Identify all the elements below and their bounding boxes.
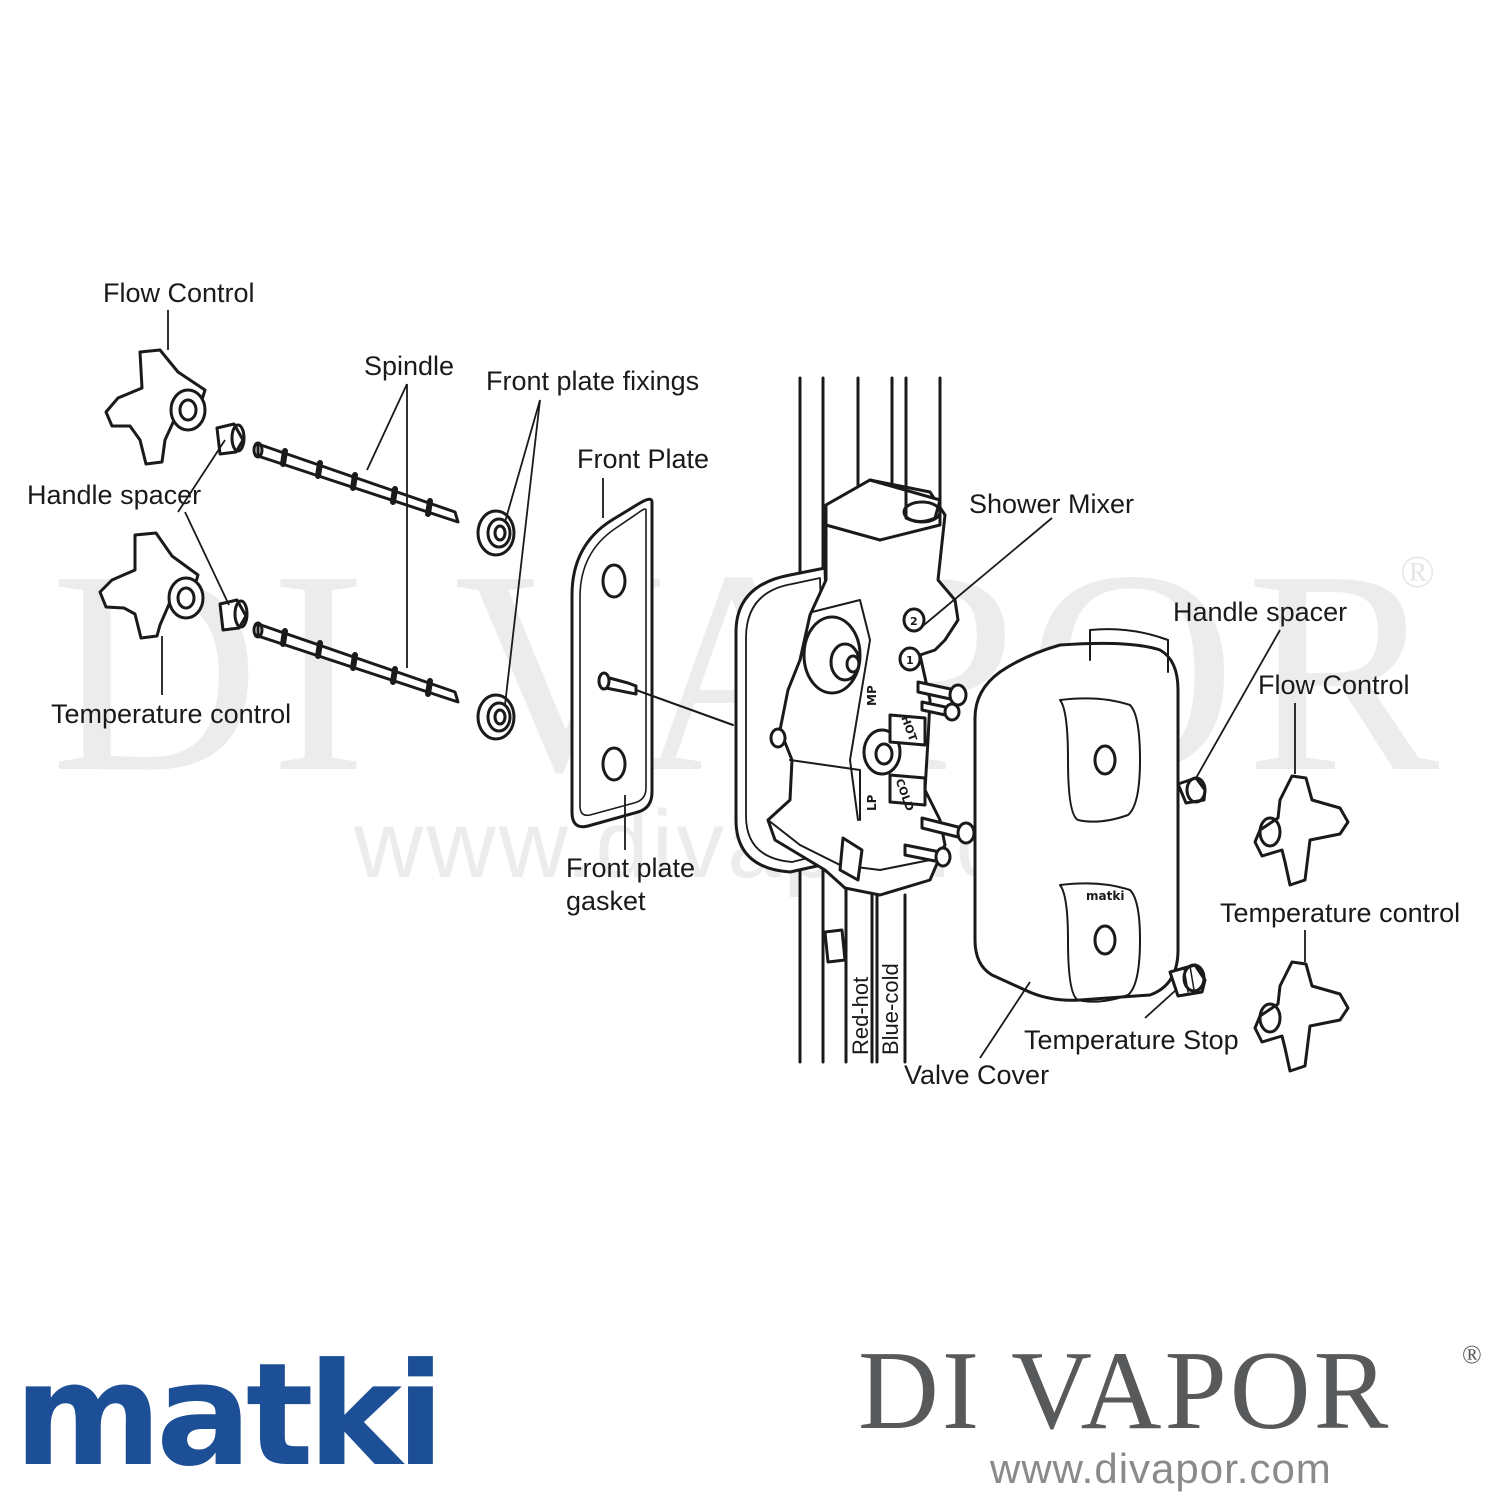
temperature-control-handle-right xyxy=(1253,960,1350,1073)
cover-brand-mark: matki xyxy=(1086,889,1124,903)
temperature-stop-part xyxy=(1168,963,1207,998)
divapor-registered-mark: ® xyxy=(1462,1340,1482,1369)
front-plate-gasket-label-line1: Front plate xyxy=(566,853,696,883)
flow-control-label-left: Flow Control xyxy=(103,278,255,308)
handle-spacer-part-right xyxy=(1176,776,1207,805)
temperature-control-label-right: Temperature control xyxy=(1220,898,1461,928)
handle-spacer-part-left-bottom xyxy=(218,598,249,632)
divapor-logo: DI VAPOR xyxy=(858,1329,1392,1453)
blue-cold-label: Blue-cold xyxy=(878,963,903,1055)
watermark-registered: ® xyxy=(1400,546,1435,597)
front-plate-label: Front Plate xyxy=(577,444,710,474)
spindle-top xyxy=(252,441,460,524)
valve-cover-part xyxy=(973,628,1180,1003)
leader-lines xyxy=(161,310,1306,1059)
front-plate-fixing-bottom xyxy=(476,693,516,741)
lp-mark: LP xyxy=(865,794,879,811)
handle-spacer-label-left: Handle spacer xyxy=(27,480,202,510)
temperature-stop-label: Temperature Stop xyxy=(1024,1025,1239,1055)
outlet-2-mark: 2 xyxy=(910,615,918,628)
temperature-control-label-left: Temperature control xyxy=(51,699,292,729)
handle-spacer-label-right: Handle spacer xyxy=(1173,597,1348,627)
front-plate-fixings-label: Front plate fixings xyxy=(486,366,700,396)
matki-logo: matki xyxy=(14,1333,445,1498)
supply-pipes xyxy=(844,376,942,1064)
shower-mixer-body xyxy=(766,478,960,964)
shower-mixer-label: Shower Mixer xyxy=(969,489,1135,519)
front-plate-gasket-label-line2: gasket xyxy=(566,886,646,916)
front-plate-fixing-top xyxy=(476,509,516,557)
flow-control-handle-right xyxy=(1253,774,1350,887)
front-plate-part xyxy=(570,497,734,829)
divapor-url: www.divapor.com xyxy=(990,1445,1332,1492)
valve-cover-label: Valve Cover xyxy=(904,1060,1050,1090)
spindle-label: Spindle xyxy=(364,351,455,381)
flow-control-label-right: Flow Control xyxy=(1258,670,1410,700)
mounting-screws xyxy=(769,680,976,868)
temperature-control-handle-left xyxy=(98,531,205,640)
red-hot-label: Red-hot xyxy=(848,977,873,1055)
spindle-bottom xyxy=(252,621,460,704)
handle-spacer-part-left-top xyxy=(215,422,246,456)
flow-control-handle-left xyxy=(104,348,207,466)
mp-mark: MP xyxy=(865,685,879,706)
outlet-1-mark: 1 xyxy=(906,654,914,667)
